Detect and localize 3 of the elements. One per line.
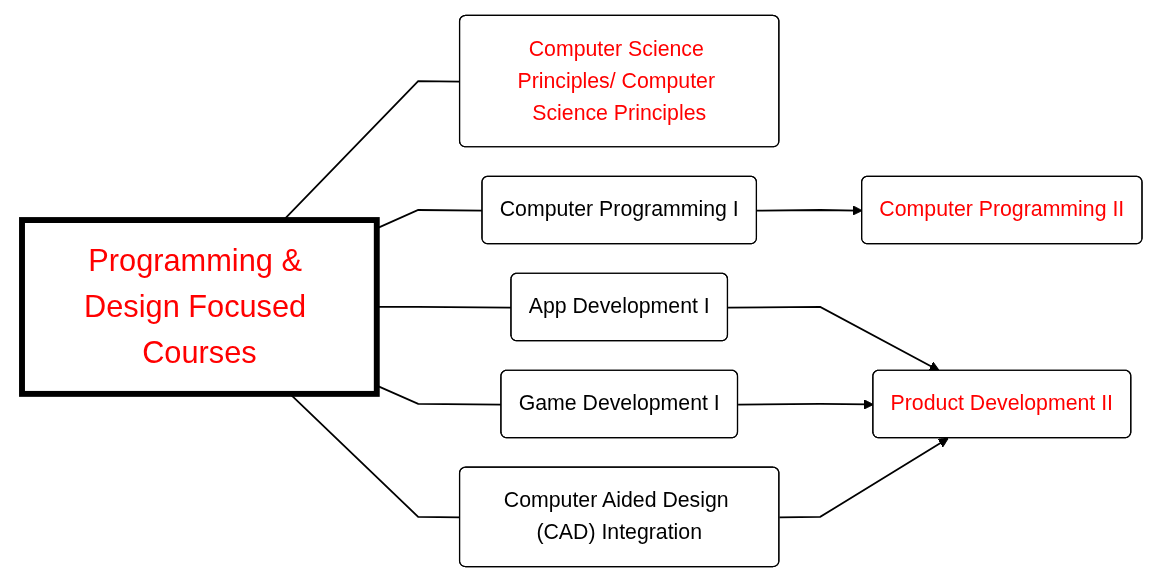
arrow xyxy=(778,437,949,519)
arrow xyxy=(727,306,940,372)
node-box: Programming & Design Focused Courses xyxy=(19,217,380,397)
